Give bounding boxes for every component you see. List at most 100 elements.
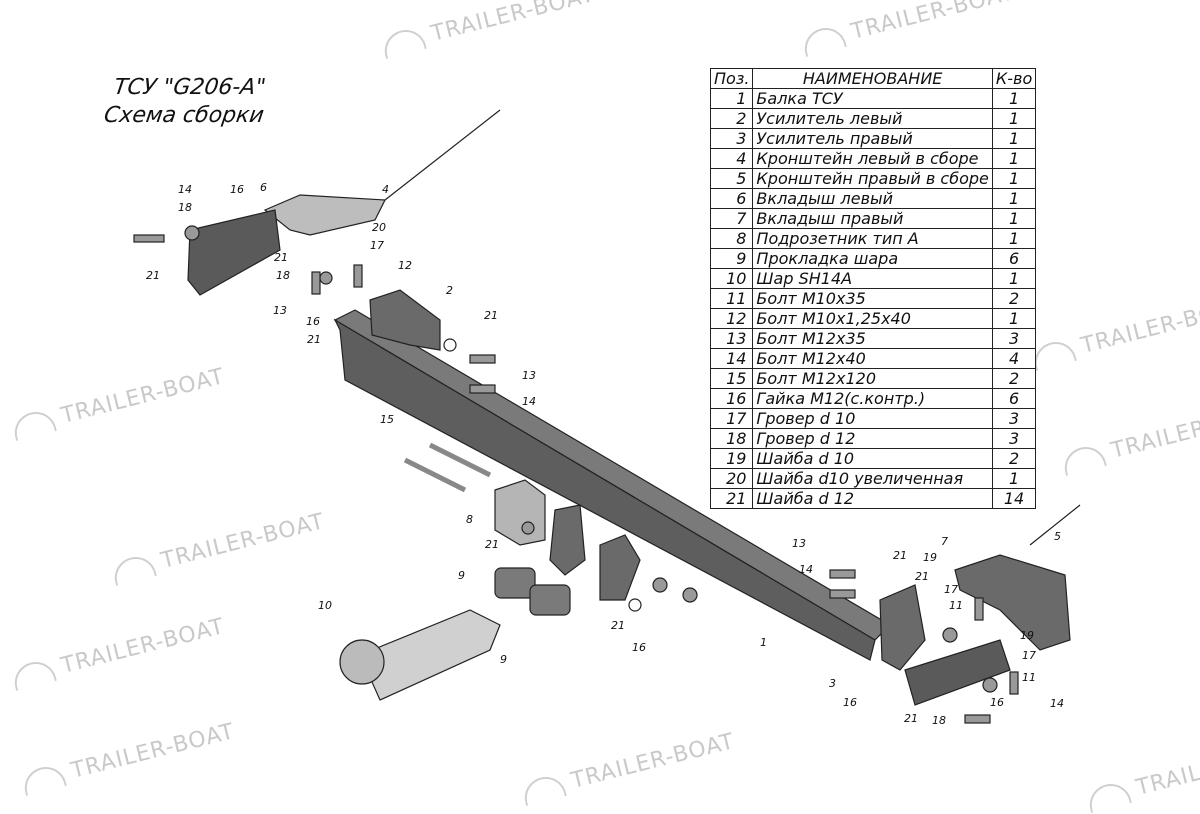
callout: 10 bbox=[318, 599, 332, 612]
callout: 4 bbox=[382, 183, 389, 196]
ball-mount-plate bbox=[599, 534, 641, 601]
qty-cell: 3 bbox=[991, 328, 1037, 349]
callout: 21 bbox=[893, 549, 907, 562]
pos-cell: 9 bbox=[709, 248, 754, 269]
callout: 16 bbox=[843, 696, 857, 709]
callout: 6 bbox=[260, 181, 267, 194]
qty-cell: 1 bbox=[991, 88, 1037, 109]
callout: 19 bbox=[1020, 629, 1034, 642]
callout: 14 bbox=[799, 563, 813, 576]
qty-cell: 2 bbox=[991, 368, 1037, 389]
callout: 14 bbox=[522, 395, 536, 408]
name-cell: Гровер d 10 bbox=[752, 408, 993, 429]
ball-mount-plate bbox=[549, 504, 586, 576]
qty-cell: 2 bbox=[991, 288, 1037, 309]
qty-cell: 1 bbox=[991, 468, 1037, 489]
callout: 13 bbox=[792, 537, 806, 550]
fasteners bbox=[133, 225, 1019, 724]
name-cell: Гровер d 12 bbox=[752, 428, 993, 449]
bracket-right-plate bbox=[904, 639, 1011, 706]
drawing-title: ТСУ "G206-A" Схема сборки bbox=[102, 74, 270, 130]
pos-cell: 13 bbox=[709, 328, 754, 349]
beam-side bbox=[333, 318, 876, 661]
ball-spacer bbox=[529, 584, 571, 616]
qty-cell: 1 bbox=[991, 168, 1037, 189]
pos-cell: 14 bbox=[709, 348, 754, 369]
long-bolt bbox=[428, 442, 492, 478]
callout: 11 bbox=[949, 599, 963, 612]
pos-cell: 12 bbox=[709, 308, 754, 329]
pos-cell: 20 bbox=[709, 468, 754, 489]
name-cell: Шайба d 12 bbox=[752, 488, 993, 509]
name-cell: Шайба d10 увеличенная bbox=[752, 468, 993, 489]
name-cell: Шайба d 10 bbox=[752, 448, 993, 469]
long-bolt bbox=[403, 457, 467, 493]
callout: 5 bbox=[1054, 530, 1061, 543]
callout: 3 bbox=[829, 677, 836, 690]
ball-spacer bbox=[494, 567, 536, 599]
name-cell: Вкладыш левый bbox=[752, 188, 993, 209]
qty-cell: 3 bbox=[991, 428, 1037, 449]
callout: 1 bbox=[760, 636, 767, 649]
callout: 17 bbox=[944, 583, 958, 596]
name-cell: Болт М12х120 bbox=[752, 368, 993, 389]
pos-cell: 8 bbox=[709, 228, 754, 249]
pos-cell: 4 bbox=[709, 148, 754, 169]
qty-cell: 1 bbox=[991, 108, 1037, 129]
wire bbox=[1029, 504, 1081, 546]
callout: 13 bbox=[522, 369, 536, 382]
callout: 18 bbox=[276, 269, 290, 282]
tow-ball bbox=[339, 639, 385, 685]
callout: 7 bbox=[941, 535, 948, 548]
callout: 17 bbox=[370, 239, 384, 252]
callout: 2 bbox=[446, 284, 453, 297]
name-cell: Болт М12х40 bbox=[752, 348, 993, 369]
callout: 16 bbox=[306, 315, 320, 328]
name-cell: Прокладка шара bbox=[752, 248, 993, 269]
qty-cell: 1 bbox=[991, 208, 1037, 229]
ball-shank bbox=[359, 609, 501, 701]
pos-cell: 10 bbox=[709, 268, 754, 289]
callout: 18 bbox=[178, 201, 192, 214]
name-cell: Болт М12х35 bbox=[752, 328, 993, 349]
bracket-right bbox=[954, 554, 1071, 651]
qty-cell: 4 bbox=[991, 348, 1037, 369]
qty-cell: 14 bbox=[991, 488, 1037, 509]
table-header-row: Поз. НАИМЕНОВАНИЕ К-во bbox=[709, 68, 1037, 89]
pos-cell: 1 bbox=[709, 88, 754, 109]
bracket-left-plate bbox=[187, 209, 281, 296]
header-qty: К-во bbox=[991, 68, 1037, 89]
qty-cell: 1 bbox=[991, 128, 1037, 149]
title-model: ТСУ "G206-A" bbox=[112, 75, 268, 100]
name-cell: Болт М10х35 bbox=[752, 288, 993, 309]
wire bbox=[384, 109, 501, 201]
callout: 18 bbox=[932, 714, 946, 727]
callout: 12 bbox=[398, 259, 412, 272]
qty-cell: 1 bbox=[991, 308, 1037, 329]
pos-cell: 21 bbox=[709, 488, 754, 509]
callout: 14 bbox=[1050, 697, 1064, 710]
qty-cell: 3 bbox=[991, 408, 1037, 429]
name-cell: Гайка М12(с.контр.) bbox=[752, 388, 993, 409]
socket-plate bbox=[494, 479, 546, 546]
qty-cell: 6 bbox=[991, 248, 1037, 269]
pos-cell: 18 bbox=[709, 428, 754, 449]
callout: 19 bbox=[923, 551, 937, 564]
reinforcement-left bbox=[369, 289, 441, 351]
name-cell: Балка ТСУ bbox=[752, 88, 993, 109]
qty-cell: 1 bbox=[991, 228, 1037, 249]
